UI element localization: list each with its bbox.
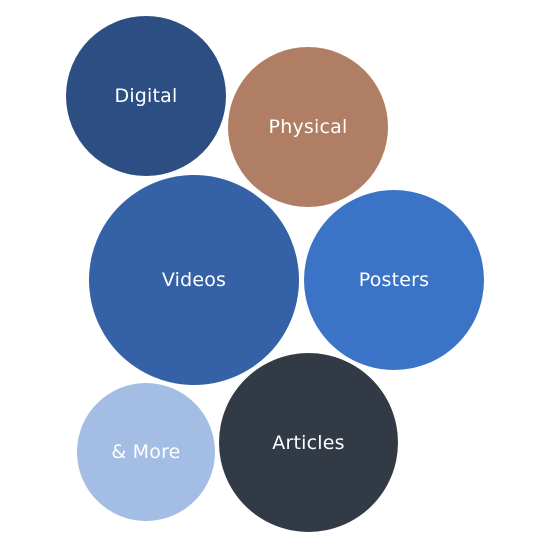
bubble-physical: Physical [228, 47, 388, 207]
bubble-label-more: & More [111, 441, 181, 463]
bubble-digital: Digital [66, 16, 226, 176]
bubble-more: & More [77, 383, 215, 521]
bubble-label-posters: Posters [358, 269, 430, 291]
bubble-videos: Videos [89, 175, 299, 385]
bubble-articles: Articles [219, 353, 398, 532]
bubble-label-digital: Digital [114, 85, 178, 107]
bubble-label-videos: Videos [161, 269, 227, 291]
bubble-label-articles: Articles [272, 431, 345, 454]
bubble-label-physical: Physical [268, 116, 348, 138]
bubble-posters: Posters [304, 190, 484, 370]
